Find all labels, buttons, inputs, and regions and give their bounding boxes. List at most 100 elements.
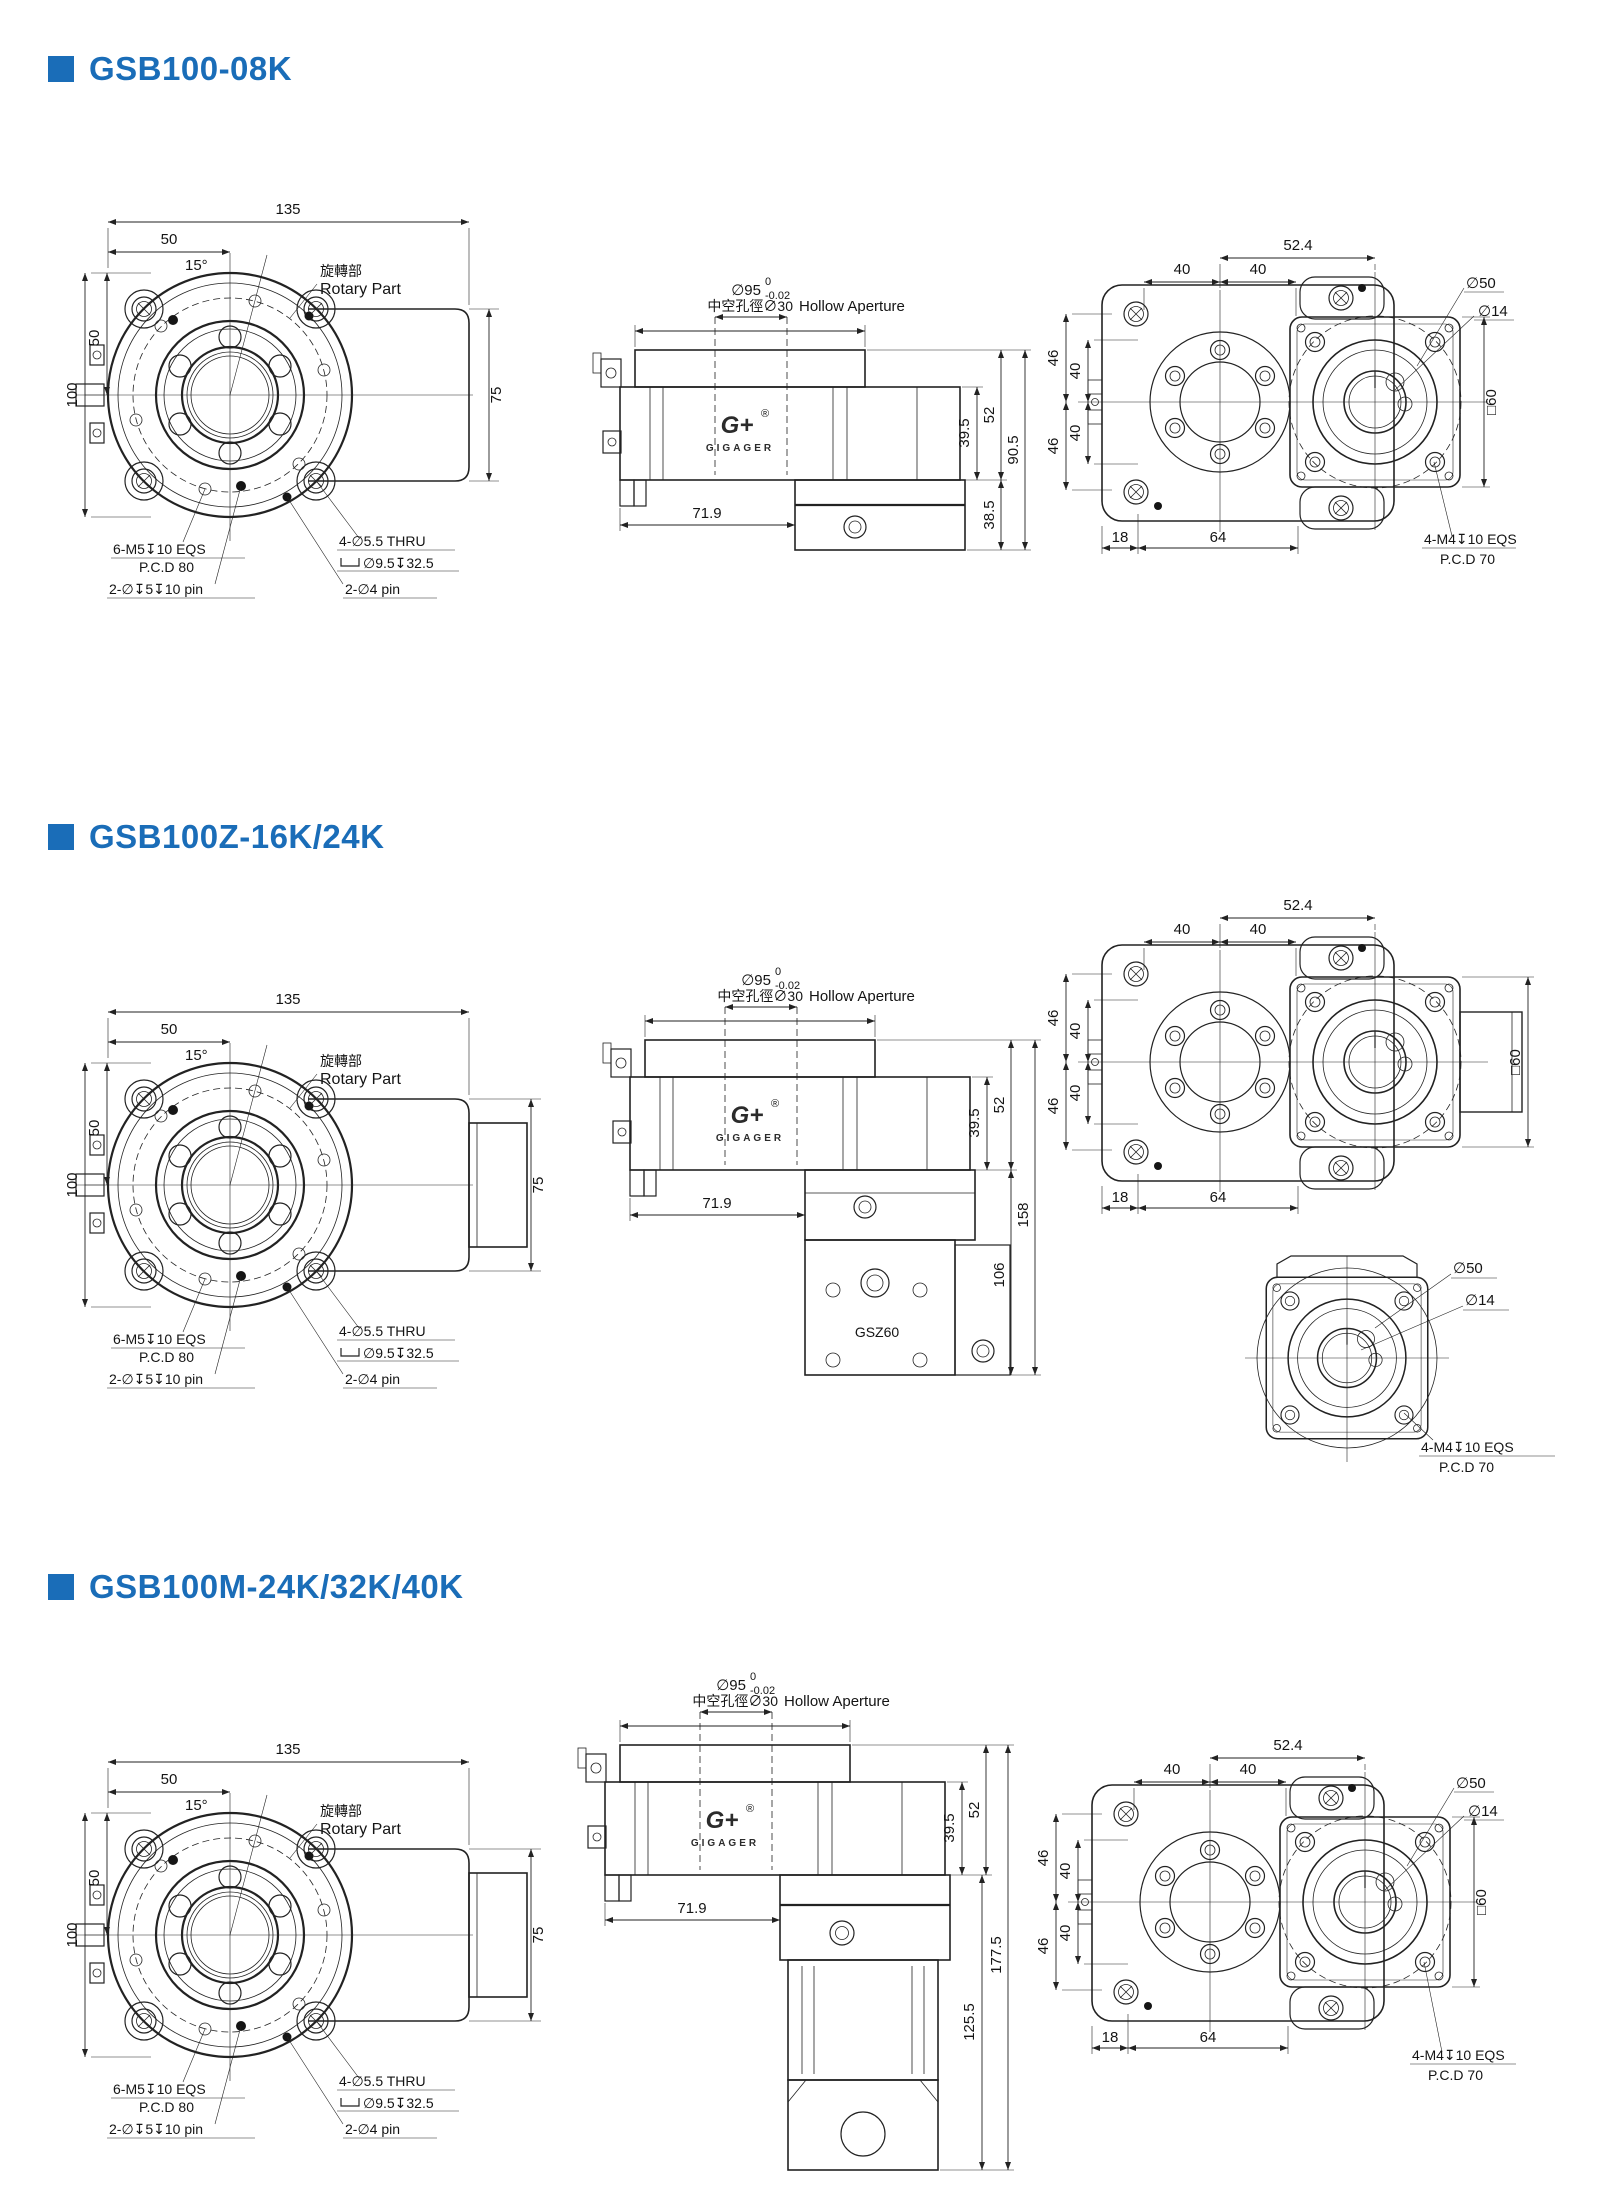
dimension-lines bbox=[82, 1759, 541, 2058]
flange-front-geometry bbox=[76, 253, 473, 541]
aperture-en: Hollow Aperture bbox=[809, 988, 915, 1005]
dia-50: ∅50 bbox=[1466, 275, 1496, 292]
dim-40-top: 40 bbox=[1067, 1023, 1084, 1040]
dim-64: 64 bbox=[1210, 529, 1227, 546]
dim-38-5: 38.5 bbox=[981, 500, 998, 529]
dim-40-left: 40 bbox=[1164, 1761, 1181, 1778]
dim-40-right: 40 bbox=[1250, 921, 1267, 938]
dim-52: 52 bbox=[981, 407, 998, 424]
dim-46-bottom: 46 bbox=[1045, 1098, 1062, 1115]
dim-40-bottom: 40 bbox=[1057, 1925, 1074, 1942]
dim-177-5: 177.5 bbox=[988, 1936, 1005, 1974]
aperture-cn: 中空孔徑∅30 bbox=[692, 1693, 778, 1709]
note-cbore: ∅9.5↧32.5 bbox=[363, 555, 434, 571]
rotary-part-en: Rotary Part bbox=[320, 1821, 401, 1838]
note-pin-left: 2-∅↧5↧10 pin bbox=[109, 2121, 203, 2137]
dia-95: ∅95 bbox=[731, 282, 761, 299]
note-pcd80: P.C.D 80 bbox=[139, 1349, 194, 1365]
note-m4: 4-M4↧10 EQS bbox=[1421, 1439, 1514, 1455]
front-view-drawing-2: 135 50 15° 100 50 75 旋轉部 Rotary Part 6-M… bbox=[64, 991, 547, 1389]
dim-39-5: 39.5 bbox=[941, 1813, 958, 1842]
dim-40-bottom: 40 bbox=[1067, 425, 1084, 442]
dim-100: 100 bbox=[64, 1922, 81, 1947]
rotary-part-en: Rotary Part bbox=[320, 281, 401, 298]
dim-15deg: 15° bbox=[185, 257, 208, 274]
logo-brand: GIGAGER bbox=[706, 443, 774, 454]
section-title-text: GSB100Z-16K/24K bbox=[89, 818, 385, 855]
dim-50-top: 50 bbox=[161, 1021, 178, 1038]
dim-18: 18 bbox=[1112, 1189, 1129, 1206]
dim-15deg: 15° bbox=[185, 1047, 208, 1064]
dia-14: ∅14 bbox=[1478, 303, 1508, 320]
aperture-cn: 中空孔徑∅30 bbox=[707, 298, 793, 314]
dim-64: 64 bbox=[1200, 2029, 1217, 2046]
dim-40-left: 40 bbox=[1174, 261, 1191, 278]
leader-lines bbox=[107, 1073, 459, 1389]
flange-detail-body bbox=[1245, 1255, 1449, 1462]
dim-125-5: 125.5 bbox=[961, 2003, 978, 2041]
motor-flange-detail-drawing: ∅50 ∅14 4-M4↧10 EQS P.C.D 70 bbox=[1245, 1255, 1555, 1475]
dim-39-5: 39.5 bbox=[966, 1108, 983, 1137]
leader-lines bbox=[1360, 1273, 1555, 1457]
motor-assembly bbox=[804, 1039, 1041, 1376]
section-title-gsb100-08k: GSB100-08K bbox=[48, 50, 292, 88]
title-bullet-square bbox=[48, 824, 74, 850]
note-thru: 4-∅5.5 THRU bbox=[339, 533, 426, 549]
dim-46-top: 46 bbox=[1045, 1010, 1062, 1027]
tolerance-lower: -0.02 bbox=[775, 980, 800, 992]
leader-lines bbox=[107, 1823, 459, 2139]
front-view-drawing-3: 135 50 15° 100 50 75 旋轉部 Rotary Part 6-M… bbox=[64, 1741, 547, 2139]
dim-50-top: 50 bbox=[161, 1771, 178, 1788]
dimension-lines bbox=[82, 1009, 541, 1308]
square-dim-lines bbox=[1462, 976, 1534, 1148]
dim-135: 135 bbox=[275, 201, 300, 218]
back-view-drawing-2: 52.4 40 40 46 40 46 40 □60 18 64 bbox=[1045, 897, 1534, 1235]
dim-71-9: 71.9 bbox=[702, 1195, 731, 1212]
tolerance-upper: 0 bbox=[765, 276, 771, 288]
counterbore-icon bbox=[340, 558, 360, 567]
section-title-gsb100z: GSB100Z-16K/24K bbox=[48, 818, 384, 856]
side-view-drawing-3: ∅95 0 -0.02 中空孔徑∅30 Hollow Aperture G+ ®… bbox=[550, 1671, 1014, 2171]
note-pin-right: 2-∅4 pin bbox=[345, 581, 400, 597]
logo-gplus: G+ bbox=[731, 1102, 764, 1129]
side-view-body bbox=[578, 1712, 992, 1926]
dia-95: ∅95 bbox=[716, 1677, 746, 1694]
section-title-text: GSB100M-24K/32K/40K bbox=[89, 1568, 464, 1605]
front-view-drawing-1: 135 50 15° 100 50 75 旋轉部 Rotary Part 6-M… bbox=[64, 201, 505, 599]
side-view-body bbox=[593, 317, 1007, 531]
dim-46-bottom: 46 bbox=[1045, 438, 1062, 455]
rotary-part-cn: 旋轉部 bbox=[320, 1803, 362, 1819]
dim-52-4: 52.4 bbox=[1273, 1737, 1302, 1754]
dim-40-bottom: 40 bbox=[1067, 1085, 1084, 1102]
dia-95: ∅95 bbox=[741, 972, 771, 989]
dim-square60: □60 bbox=[1507, 1049, 1524, 1075]
leader-lines bbox=[1384, 1787, 1516, 2065]
note-pin-left: 2-∅↧5↧10 pin bbox=[109, 1371, 203, 1387]
dim-18: 18 bbox=[1112, 529, 1129, 546]
note-tap: 6-M5↧10 EQS bbox=[113, 2081, 206, 2097]
aperture-en: Hollow Aperture bbox=[784, 1693, 890, 1710]
dim-135: 135 bbox=[275, 1741, 300, 1758]
dim-40-right: 40 bbox=[1250, 261, 1267, 278]
note-m4: 4-M4↧10 EQS bbox=[1412, 2047, 1505, 2063]
flange-front-geometry bbox=[76, 1043, 473, 1331]
note-m4: 4-M4↧10 EQS bbox=[1424, 531, 1517, 547]
dim-52: 52 bbox=[991, 1097, 1008, 1114]
dim-90-5: 90.5 bbox=[1005, 435, 1022, 464]
dim-158: 158 bbox=[1015, 1202, 1032, 1227]
tolerance-lower: -0.02 bbox=[750, 1685, 775, 1697]
logo-gplus: G+ bbox=[721, 412, 754, 439]
dim-40-right: 40 bbox=[1240, 1761, 1257, 1778]
counterbore-icon bbox=[340, 2098, 360, 2107]
rotary-part-cn: 旋轉部 bbox=[320, 263, 362, 279]
dim-100: 100 bbox=[64, 382, 81, 407]
dim-46-top: 46 bbox=[1045, 350, 1062, 367]
tolerance-lower: -0.02 bbox=[765, 290, 790, 302]
section-title-text: GSB100-08K bbox=[89, 50, 293, 87]
dimension-lines bbox=[82, 219, 499, 518]
note-pcd70: P.C.D 70 bbox=[1439, 1459, 1494, 1475]
dim-40-top: 40 bbox=[1067, 363, 1084, 380]
square-dim-lines bbox=[1452, 1816, 1480, 1988]
dia-14: ∅14 bbox=[1468, 1803, 1498, 1820]
